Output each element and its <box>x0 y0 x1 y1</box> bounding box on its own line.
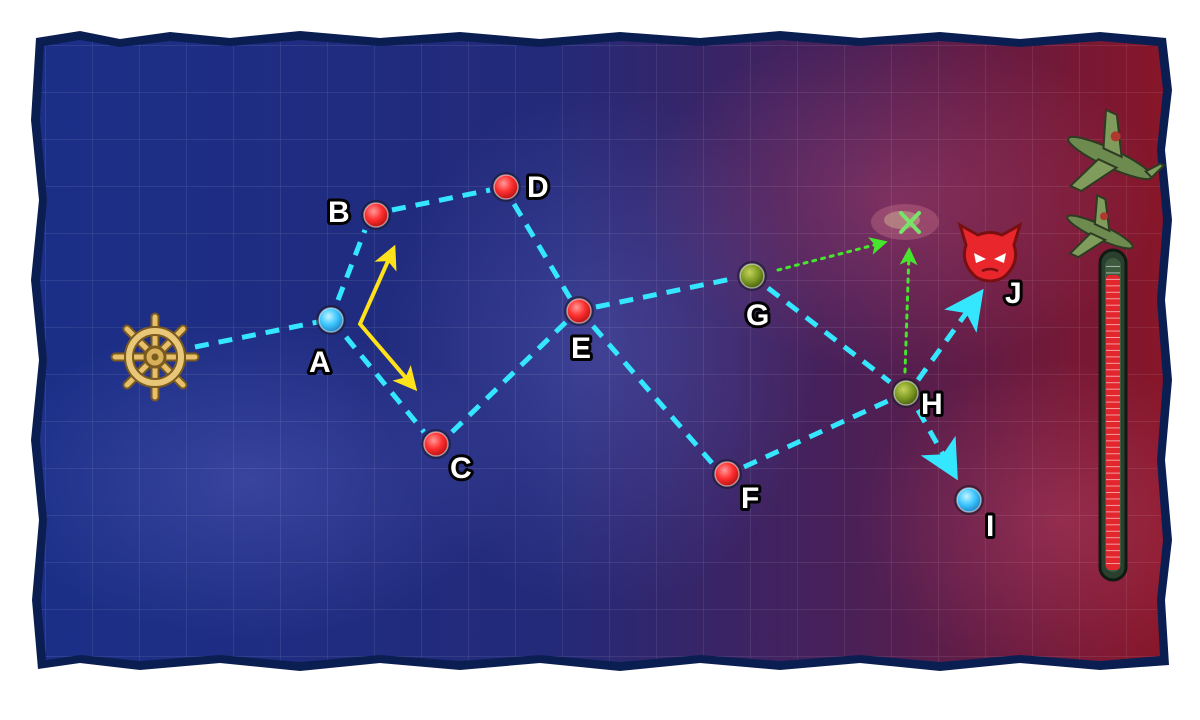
route-start-a <box>194 319 319 350</box>
node-f[interactable] <box>712 459 742 489</box>
boss-hp-gauge <box>1098 248 1128 582</box>
boss-hp-gauge-ticks <box>1106 265 1120 565</box>
route-a-b <box>335 229 368 301</box>
node-i-label: I <box>986 510 994 543</box>
map-grid <box>40 40 1163 662</box>
air-line-g <box>776 237 888 272</box>
route-h-i <box>915 408 958 481</box>
air-raid-target <box>871 204 939 240</box>
route-lines <box>194 187 984 481</box>
route-a-c <box>344 335 426 434</box>
demon-boss-icon[interactable] <box>957 221 1023 283</box>
node-e-label: E <box>571 332 591 365</box>
branch-arrow-c <box>358 322 418 392</box>
node-a[interactable] <box>316 305 346 335</box>
branch-arrows <box>358 244 418 392</box>
route-e-f <box>591 324 714 465</box>
boss-hp-gauge-fill <box>1106 275 1120 570</box>
node-h-label: H <box>921 388 943 421</box>
node-h[interactable] <box>891 378 921 408</box>
bomber-aircraft-icon[interactable] <box>1051 100 1175 276</box>
target-x-icon <box>899 211 921 234</box>
branch-arrow-b <box>358 244 397 326</box>
route-g-h <box>766 286 892 384</box>
node-f-label: F <box>741 482 759 515</box>
node-d[interactable] <box>491 172 521 202</box>
route-c-e <box>450 320 568 434</box>
node-j-label: J <box>1005 277 1022 310</box>
node-c-label: C <box>450 452 472 485</box>
node-c[interactable] <box>421 429 451 459</box>
node-labels: A B C D E F G H I J <box>306 168 1025 546</box>
node-e[interactable] <box>564 296 594 326</box>
node-b[interactable] <box>361 200 391 230</box>
route-f-h <box>742 397 892 470</box>
ship-wheel-icon[interactable] <box>110 312 200 402</box>
node-i[interactable] <box>954 485 984 515</box>
air-line-h <box>899 247 918 374</box>
route-d-e <box>511 202 573 300</box>
air-support-lines <box>776 237 918 374</box>
map-nodes <box>316 172 984 515</box>
route-h-j <box>915 288 984 382</box>
node-a-label: A <box>309 346 331 379</box>
node-b-label: B <box>328 196 350 229</box>
route-b-d <box>391 187 491 213</box>
node-g[interactable] <box>737 261 767 291</box>
node-g-label: G <box>746 299 769 332</box>
node-d-label: D <box>527 171 549 204</box>
